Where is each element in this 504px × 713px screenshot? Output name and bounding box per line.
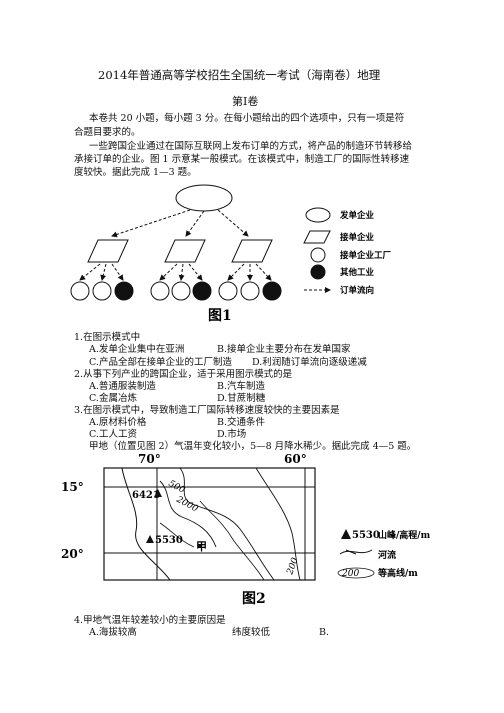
legend-symbol-receiver xyxy=(303,230,331,244)
intro-line-1: 本卷共 20 小题，每小题 3 分。在每小题给出的四个选项中，只有一项是符 xyxy=(89,113,405,124)
other-industry-node xyxy=(262,281,282,301)
peak-label-5530: 5530 xyxy=(155,535,183,546)
q4-option-text: 纬度较低 xyxy=(232,627,271,638)
q2-option-b: B.汽车制造 xyxy=(217,381,266,392)
legend-label-receiver: 接单企业 xyxy=(340,232,375,243)
contour-200 xyxy=(255,467,301,581)
lon-label-left: 70° xyxy=(138,452,161,466)
q4-option-a: A.海拔较高 xyxy=(89,627,137,638)
legend-label-issuer: 发单企业 xyxy=(339,210,375,221)
page-title: 2014年普通高等学校招生全国统一考试（海南卷）地理 xyxy=(98,68,381,82)
order-issuer-node xyxy=(175,184,233,212)
q4-option-b: B. xyxy=(319,627,330,638)
q3-stem: 3.在图示模式中，导致制造工厂国际转移速度较快的主要因素是 xyxy=(74,405,340,416)
order-receiver-node xyxy=(87,239,129,263)
factory-node xyxy=(92,281,112,301)
map-frame xyxy=(103,467,316,581)
factory-node xyxy=(70,281,90,301)
legend-symbol-other xyxy=(310,264,326,280)
legend-peak-value: 5530 xyxy=(352,530,380,541)
q2-stem: 2.从事下列产业的跨国企业，适于采用图示模式的是 xyxy=(74,369,293,380)
factory-node xyxy=(171,281,191,301)
q3-option-c: C.工人工资 xyxy=(89,429,137,440)
passage1-line-1: 一些跨国企业通过在国际互联网上发布订单的方式，将产品的制造环节转移给 xyxy=(89,141,413,152)
factory-node xyxy=(218,281,238,301)
factory-node xyxy=(240,281,260,301)
legend-river-label: 河流 xyxy=(378,549,396,561)
q3-option-b: B.交通条件 xyxy=(217,417,266,428)
legend-label-other: 其他工业 xyxy=(340,267,375,278)
q2-option-a: A.普通服装制造 xyxy=(89,381,156,392)
peak-symbol xyxy=(154,489,162,497)
factory-node xyxy=(150,281,170,301)
figure2-caption: 图2 xyxy=(242,591,266,607)
contour-2000 xyxy=(159,480,217,548)
volume-heading: 第Ⅰ卷 xyxy=(232,95,259,108)
legend-symbol-issuer xyxy=(305,207,331,223)
q1-option-a: A.发单企业集中在亚洲 xyxy=(89,344,185,355)
passage1-line-3: 度较快。据此完成 1—3 题。 xyxy=(74,167,197,178)
peak-symbol xyxy=(146,535,154,543)
q3-option-d: D.市场 xyxy=(217,429,247,440)
q2-option-d: D.甘蔗制糖 xyxy=(217,393,266,404)
q1-option-d: D.利润随订单流向逐级递减 xyxy=(252,357,367,368)
figure2-map: 70° 60° 15° 20° 500 2000 200 6421 5530 甲… xyxy=(61,452,431,607)
q2-option-c: C.金属冶炼 xyxy=(89,393,137,404)
other-industry-node xyxy=(114,281,134,301)
legend-contour-label: 等高线/m xyxy=(377,567,418,579)
river xyxy=(199,500,265,581)
q1-option-c: C.产品全部在接单企业的工厂制造 xyxy=(89,357,232,368)
river xyxy=(159,522,195,548)
legend-symbol-factory xyxy=(310,247,326,263)
coastline xyxy=(121,467,171,581)
other-industry-node xyxy=(192,281,212,301)
lat-label-top: 15° xyxy=(61,480,84,494)
contour-500 xyxy=(179,467,275,581)
lat-label-bottom: 20° xyxy=(61,547,84,561)
figure1-caption: 图1 xyxy=(208,308,232,324)
legend-peak-symbol xyxy=(341,529,351,539)
place-label: 甲 xyxy=(196,540,207,553)
order-receiver-node xyxy=(231,239,273,263)
legend-contour-symbol xyxy=(337,567,375,579)
legend-label-factory: 接单企业工厂 xyxy=(340,250,392,261)
q1-option-b: B.接单企业主要分布在发单国家 xyxy=(217,344,351,355)
legend-peak-label: 山峰/高程/m xyxy=(378,529,431,541)
q3-option-a: A.原材料价格 xyxy=(89,417,147,428)
intro-line-2: 合题目要求的。 xyxy=(74,127,141,138)
q4-stem: 4.甲地气温年较差较小的主要原因是 xyxy=(74,615,226,626)
passage1-line-2: 承接订单的企业。图 1 示意某一般模式。在该模式中，制造工厂的国际性转移速 xyxy=(74,154,410,165)
place-marker xyxy=(198,544,202,548)
q1-stem: 1.在图示模式中 xyxy=(74,332,141,343)
order-receiver-node xyxy=(164,239,206,263)
peak-label-6421: 6421 xyxy=(132,490,160,501)
legend-label-flow: 订单流向 xyxy=(340,285,374,296)
legend-river-symbol xyxy=(339,549,373,555)
lon-label-right: 60° xyxy=(284,452,307,466)
figure1-diagram: 发单企业 接单企业 接单企业工厂 其他工业 订单流向 图1 xyxy=(70,184,392,324)
passage2: 甲地（位置见图 2）气温年变化较小，5—8 月降水稀少。据此完成 4—5 题。 xyxy=(89,441,417,452)
legend-contour-value: 200 xyxy=(341,569,359,579)
